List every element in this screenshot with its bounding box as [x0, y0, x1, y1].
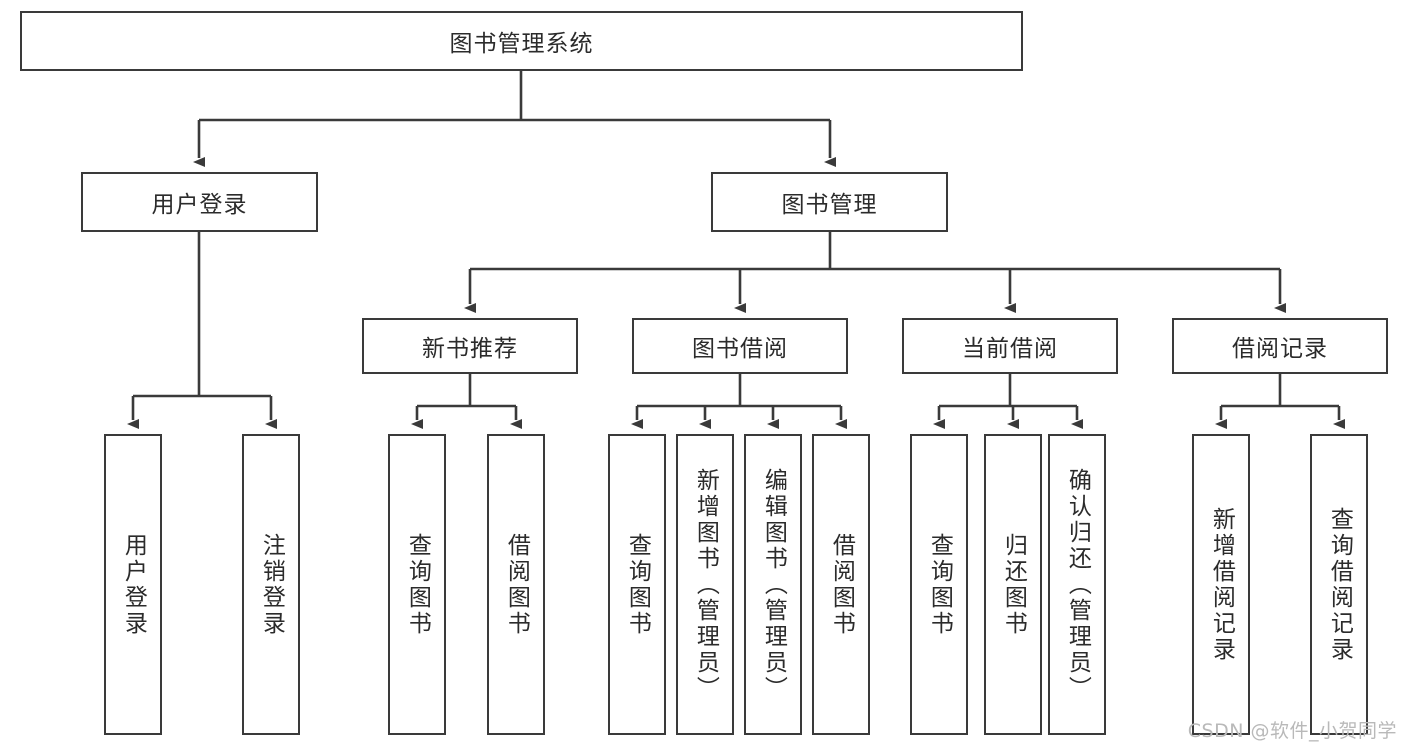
node-current-borrow-label: 当前借阅	[962, 336, 1058, 362]
leaf-query-book-borrow[interactable]: 查询图书	[608, 434, 666, 735]
leaf-edit-book-admin[interactable]: 编辑图书（管理员）	[744, 434, 802, 735]
node-current-borrow[interactable]: 当前借阅	[902, 318, 1118, 374]
leaf-add-book-admin[interactable]: 新增图书（管理员）	[676, 434, 734, 735]
leaf-query-book-current[interactable]: 查询图书	[910, 434, 968, 735]
node-borrow-records-label: 借阅记录	[1232, 336, 1328, 362]
leaf-borrow-book-recommend-label: 借阅图书	[503, 532, 530, 637]
leaf-logout[interactable]: 注销登录	[242, 434, 300, 735]
leaf-add-borrow-record-label: 新增借阅记录	[1208, 506, 1235, 663]
leaf-return-book-label: 归还图书	[1000, 532, 1027, 637]
leaf-add-book-admin-label: 新增图书（管理员）	[692, 467, 719, 702]
node-book-borrow-label: 图书借阅	[692, 336, 788, 362]
leaf-query-book-recommend[interactable]: 查询图书	[388, 434, 446, 735]
leaf-confirm-return-admin-label: 确认归还（管理员）	[1064, 467, 1091, 702]
leaf-return-book[interactable]: 归还图书	[984, 434, 1042, 735]
leaf-query-book-recommend-label: 查询图书	[404, 532, 431, 637]
node-user-login[interactable]: 用户登录	[81, 172, 318, 232]
leaf-query-borrow-record-label: 查询借阅记录	[1326, 506, 1353, 663]
node-book-management[interactable]: 图书管理	[711, 172, 948, 232]
leaf-borrow-book[interactable]: 借阅图书	[812, 434, 870, 735]
node-borrow-records[interactable]: 借阅记录	[1172, 318, 1388, 374]
node-new-book-recommend[interactable]: 新书推荐	[362, 318, 578, 374]
leaf-query-book-borrow-label: 查询图书	[624, 532, 651, 637]
leaf-borrow-book-recommend[interactable]: 借阅图书	[487, 434, 545, 735]
leaf-logout-label: 注销登录	[258, 532, 285, 637]
watermark: CSDN @软件_小贺同学	[1187, 720, 1397, 742]
node-root-label: 图书管理系统	[449, 31, 594, 57]
leaf-borrow-book-label: 借阅图书	[828, 532, 855, 637]
leaf-add-borrow-record[interactable]: 新增借阅记录	[1192, 434, 1250, 735]
leaf-query-book-current-label: 查询图书	[926, 532, 953, 637]
node-book-borrow[interactable]: 图书借阅	[632, 318, 848, 374]
leaf-user-login[interactable]: 用户登录	[104, 434, 162, 735]
leaf-edit-book-admin-label: 编辑图书（管理员）	[760, 467, 787, 702]
leaf-confirm-return-admin[interactable]: 确认归还（管理员）	[1048, 434, 1106, 735]
node-new-book-recommend-label: 新书推荐	[422, 336, 518, 362]
node-root[interactable]: 图书管理系统	[20, 11, 1023, 71]
node-user-login-label: 用户登录	[151, 192, 248, 218]
leaf-user-login-label: 用户登录	[120, 532, 147, 637]
leaf-query-borrow-record[interactable]: 查询借阅记录	[1310, 434, 1368, 735]
node-book-management-label: 图书管理	[781, 192, 878, 218]
